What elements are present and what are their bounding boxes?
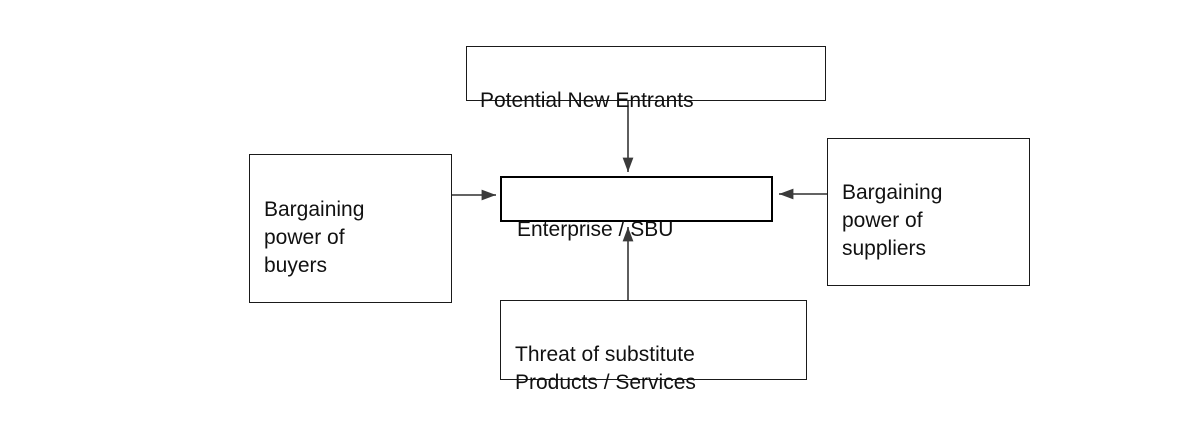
node-threat-of-substitutes-label: Threat of substitute Products / Services (515, 343, 696, 394)
node-bargaining-power-of-suppliers[interactable]: Bargaining power of suppliers (827, 138, 1030, 286)
node-bargaining-power-of-buyers[interactable]: Bargaining power of buyers (249, 154, 452, 303)
node-potential-new-entrants[interactable]: Potential New Entrants (466, 46, 826, 112)
node-potential-new-entrants-label: Potential New Entrants (480, 89, 694, 112)
node-enterprise-sbu-label: Enterprise / SBU (517, 218, 674, 241)
node-bargaining-power-of-suppliers-label: Bargaining power of suppliers (842, 181, 943, 260)
node-threat-of-substitutes[interactable]: Threat of substitute Products / Services (500, 300, 807, 394)
node-bargaining-power-of-buyers-label: Bargaining power of buyers (264, 198, 365, 277)
node-enterprise-sbu[interactable]: Enterprise / SBU (500, 176, 773, 241)
